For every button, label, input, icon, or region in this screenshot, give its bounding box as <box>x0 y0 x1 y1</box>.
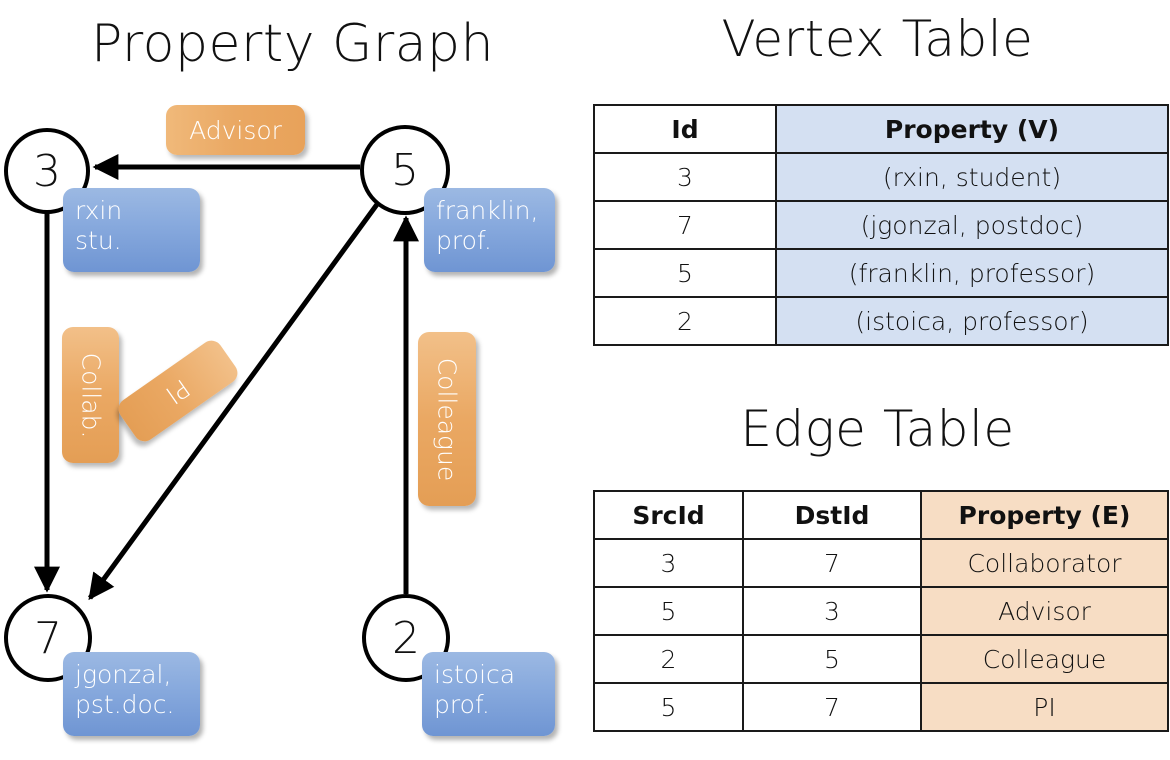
vertex-property-box-5: franklin, prof. <box>424 188 555 272</box>
edge-label-collab-text: Collab. <box>76 352 105 438</box>
graph-node-2-id: 2 <box>392 612 420 664</box>
edge-row-0-dst: 7 <box>742 538 922 588</box>
edge-row-0-src: 3 <box>593 538 744 588</box>
page-title-vertex-table: Vertex Table <box>721 10 1034 68</box>
edge-label-advisor-text: Advisor <box>189 115 282 145</box>
page-title-edge-table: Edge Table <box>740 400 1015 458</box>
vertex-row-2-property: (franklin, professor) <box>775 248 1169 298</box>
vertex-table-header-property: Property (V) <box>775 104 1169 154</box>
edge-label-collab: Collab. <box>62 327 119 463</box>
table-row: 3 (rxin, student) <box>593 152 1169 202</box>
edge-row-0-property: Collaborator <box>920 538 1169 588</box>
table-row: 5 7 PI <box>593 682 1169 732</box>
vertex-table: Id Property (V) 3 (rxin, student) 7 (jgo… <box>593 104 1169 346</box>
vertex-property-box-7-line1: jgonzal, <box>75 660 172 689</box>
table-row: 2 (istoica, professor) <box>593 296 1169 346</box>
edge-5-to-7-pi <box>87 201 381 601</box>
edge-row-3-property: PI <box>920 682 1169 732</box>
edge-row-3-src: 5 <box>593 682 744 732</box>
edge-row-3-dst: 7 <box>742 682 922 732</box>
edge-row-1-dst: 3 <box>742 586 922 636</box>
table-row: 5 (franklin, professor) <box>593 248 1169 298</box>
vertex-row-1-id: 7 <box>593 200 777 250</box>
vertex-row-1-property: (jgonzal, postdoc) <box>775 200 1169 250</box>
graph-node-2[interactable]: 2 <box>362 594 450 682</box>
edge-table-header-property: Property (E) <box>920 490 1169 540</box>
edge-row-2-src: 2 <box>593 634 744 684</box>
edge-label-pi-text: PI <box>160 372 196 410</box>
edge-label-colleague: Colleague <box>418 332 476 506</box>
table-row: 3 7 Collaborator <box>593 538 1169 588</box>
graph-edges-svg <box>34 154 419 601</box>
table-header-row: SrcId DstId Property (E) <box>593 490 1169 540</box>
vertex-row-3-id: 2 <box>593 296 777 346</box>
edge-table-header-dstid: DstId <box>742 490 922 540</box>
page-title-property-graph: Property Graph <box>90 14 495 74</box>
table-row: 7 (jgonzal, postdoc) <box>593 200 1169 250</box>
vertex-property-box-2-line2: prof. <box>434 690 490 719</box>
edge-row-2-dst: 5 <box>742 634 922 684</box>
vertex-row-2-id: 5 <box>593 248 777 298</box>
vertex-property-box-3-line1: rxin <box>75 196 123 225</box>
vertex-property-box-5-line1: franklin, <box>436 196 539 225</box>
vertex-property-box-5-line2: prof. <box>436 226 492 255</box>
edge-row-2-property: Colleague <box>920 634 1169 684</box>
table-header-row: Id Property (V) <box>593 104 1169 154</box>
table-row: 2 5 Colleague <box>593 634 1169 684</box>
edge-label-advisor: Advisor <box>166 105 305 155</box>
vertex-property-box-3-line2: stu. <box>75 226 122 255</box>
vertex-row-0-property: (rxin, student) <box>775 152 1169 202</box>
graph-node-3-id: 3 <box>33 145 61 197</box>
graph-node-7-id: 7 <box>34 612 62 664</box>
edge-table-header-srcid: SrcId <box>593 490 744 540</box>
vertex-row-0-id: 3 <box>593 152 777 202</box>
graph-node-5[interactable]: 5 <box>360 125 450 215</box>
edge-table: SrcId DstId Property (E) 3 7 Collaborato… <box>593 490 1169 732</box>
table-row: 5 3 Advisor <box>593 586 1169 636</box>
edge-row-1-property: Advisor <box>920 586 1169 636</box>
vertex-row-3-property: (istoica, professor) <box>775 296 1169 346</box>
graph-node-5-id: 5 <box>391 144 419 196</box>
edge-label-colleague-text: Colleague <box>432 357 462 481</box>
vertex-property-box-3: rxin stu. <box>63 188 200 272</box>
vertex-property-box-7: jgonzal, pst.doc. <box>63 652 200 736</box>
edge-row-1-src: 5 <box>593 586 744 636</box>
vertex-property-box-2: istoica prof. <box>422 652 555 736</box>
vertex-property-box-7-line2: pst.doc. <box>75 690 175 719</box>
vertex-table-header-id: Id <box>593 104 777 154</box>
vertex-property-box-2-line1: istoica <box>434 660 516 689</box>
